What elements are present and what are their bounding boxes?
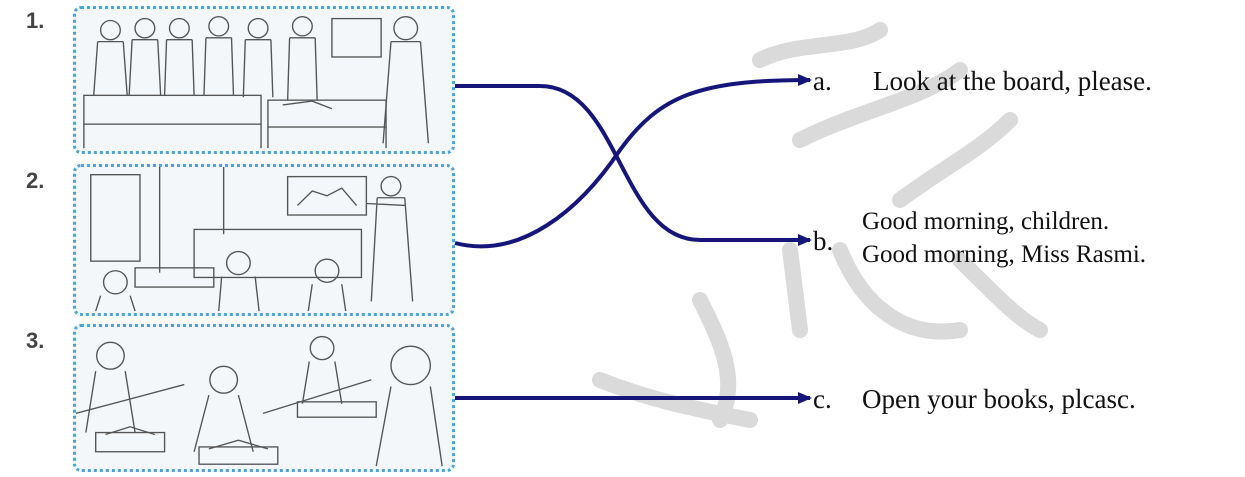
connector-1-to-b [455, 84, 812, 246]
answer-a-text: Look at the board, please. [873, 66, 1152, 96]
picture-1-classroom-standing [73, 6, 455, 154]
picture-3-students-reading [73, 324, 455, 472]
answer-b-line-1: Good morning, children. [862, 208, 1110, 235]
connector-2-to-a [454, 74, 812, 249]
answer-c-text: Open your books, plcasc. [862, 384, 1136, 414]
answer-b-letter: b. [813, 226, 834, 256]
answer-c-letter: c. [813, 384, 832, 414]
answer-b-line-2: Good morning, Miss Rasmi. [862, 241, 1147, 268]
picture-2-classroom-board [73, 164, 455, 316]
answer-a-letter: a. [813, 66, 832, 96]
item-number-1: 1. [26, 8, 45, 33]
item-number-3: 3. [26, 328, 45, 353]
item-number-2: 2. [26, 168, 45, 193]
